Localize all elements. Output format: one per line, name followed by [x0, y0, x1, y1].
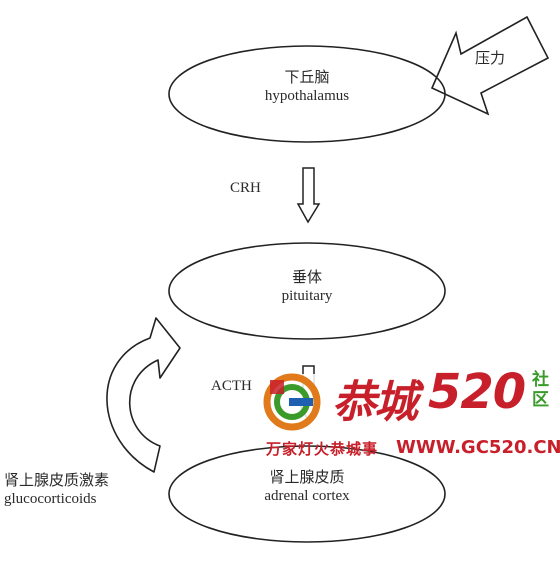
hypothalamus-label-zh: 下丘脑 — [284, 70, 330, 86]
glucocorticoids-label-zh: 肾上腺皮质激素 — [4, 473, 110, 489]
pituitary-ellipse — [168, 242, 446, 340]
crh-label: CRH — [230, 180, 261, 196]
acth-label: ACTH — [211, 378, 252, 394]
watermark-slogan: 万家灯火恭城事 — [266, 440, 379, 458]
crh-down-arrow — [296, 167, 321, 224]
feedback-curved-arrow — [106, 317, 181, 473]
watermark-brand: 恭城 — [332, 377, 418, 428]
stress-arrow — [430, 15, 550, 116]
watermark-logo-icon — [262, 373, 332, 432]
watermark-side-char-1: 社 — [532, 370, 549, 390]
glucocorticoids-label-en: glucocorticoids — [4, 491, 97, 507]
adrenal-cortex-ellipse — [168, 445, 446, 543]
pituitary-label-en: pituitary — [281, 288, 333, 304]
stress-label: 压力 — [475, 51, 506, 67]
pituitary-label-zh: 垂体 — [291, 270, 322, 286]
hypothalamus-label-en: hypothalamus — [264, 88, 350, 104]
watermark-number: 520 — [428, 364, 526, 420]
watermark-url: WWW.GC520.CN — [396, 437, 560, 458]
watermark-side-char-2: 区 — [532, 390, 549, 410]
adrenal-label-zh: 肾上腺皮质 — [269, 470, 345, 486]
adrenal-label-en: adrenal cortex — [264, 488, 350, 504]
